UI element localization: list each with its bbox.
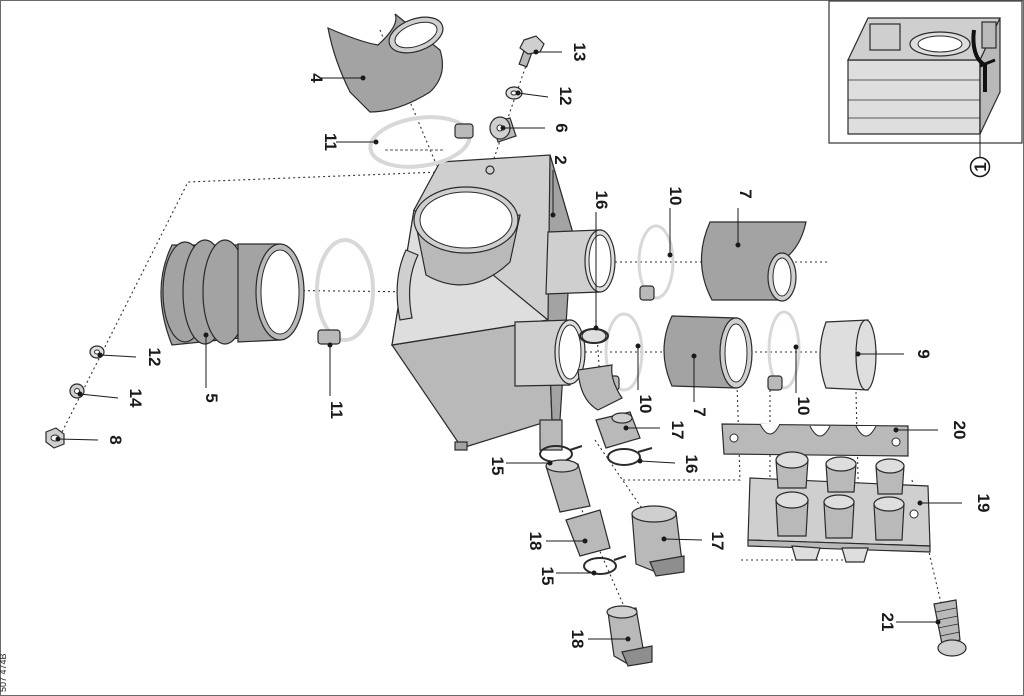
callout-10-lower-right: 10 xyxy=(794,397,813,416)
callout-7-upper: 7 xyxy=(736,189,755,198)
hose-clamp-upper-right xyxy=(637,224,675,301)
holder-socket-1 xyxy=(775,451,809,489)
holder-socket-2 xyxy=(825,456,857,493)
callout-8: 8 xyxy=(106,435,125,444)
housing-intake-pipe xyxy=(413,186,521,286)
callout-16-lower: 16 xyxy=(682,455,701,474)
mounting-bracket xyxy=(721,423,909,457)
callout-17-upper: 17 xyxy=(668,421,687,440)
callout-1: 1 xyxy=(971,162,990,171)
callout-7-lower: 7 xyxy=(690,407,709,416)
callout-10-upper: 10 xyxy=(666,187,685,206)
screw-top xyxy=(518,35,545,68)
drain-sleeve-upper xyxy=(595,411,641,449)
drain-hose-left xyxy=(545,459,591,513)
callout-10-lower-left: 10 xyxy=(636,395,655,414)
holder-socket-3 xyxy=(875,458,905,495)
callout-15-upper: 15 xyxy=(488,457,507,476)
clip-lower xyxy=(583,555,627,575)
callout-14: 14 xyxy=(126,389,145,408)
tapping-screw xyxy=(933,599,967,657)
callout-13: 13 xyxy=(570,43,589,62)
callout-21: 21 xyxy=(878,613,897,632)
callout-18-lower: 18 xyxy=(568,630,587,649)
drain-elbow-lower xyxy=(565,509,611,557)
lock-washer xyxy=(69,383,85,399)
hot-air-hose-upper xyxy=(700,221,807,302)
callout-12-left: 12 xyxy=(145,348,164,367)
housing-outlet-upper xyxy=(545,229,616,295)
callout-5: 5 xyxy=(202,393,221,402)
inlet-hood xyxy=(327,13,444,113)
callout-19: 19 xyxy=(974,494,993,513)
callout-4: 4 xyxy=(307,73,326,83)
callout-18-upper: 18 xyxy=(526,532,545,551)
callout-labels: 1 2 4 5 6 7 7 8 9 10 10 10 11 11 12 12 1… xyxy=(106,43,993,649)
hex-nut xyxy=(45,427,65,449)
document-reference: 507 474B xyxy=(0,653,8,692)
holder-socket-4 xyxy=(775,491,809,537)
holder-socket-5 xyxy=(823,494,855,539)
end-cap xyxy=(819,319,877,391)
outlet-holder-plate xyxy=(747,451,931,563)
callout-15-lower: 15 xyxy=(538,567,557,586)
leader-lines xyxy=(55,49,962,642)
inset-heater-unit xyxy=(847,17,1001,135)
hot-air-hose-lower xyxy=(663,315,753,389)
inset-overview xyxy=(828,0,1023,178)
holder-socket-6 xyxy=(873,496,905,541)
callout-20: 20 xyxy=(950,421,969,440)
hose-clamp-left xyxy=(315,238,375,345)
hose-clamp-top xyxy=(368,115,474,169)
washer-top xyxy=(505,86,523,100)
hose-clamp-lower-right xyxy=(767,310,801,391)
callout-16-upper: 16 xyxy=(592,191,611,210)
callout-12-top: 12 xyxy=(556,87,575,106)
callout-2: 2 xyxy=(551,155,570,164)
housing-outlet-lower xyxy=(514,319,586,387)
bellows-intake xyxy=(160,239,305,346)
heater-housing xyxy=(390,154,616,451)
inset-callout-circle xyxy=(969,156,991,178)
callout-6: 6 xyxy=(552,123,571,132)
clip-middle xyxy=(607,447,653,466)
callout-9: 9 xyxy=(914,349,933,358)
callout-17-lower: 17 xyxy=(708,532,727,551)
callout-11-left: 11 xyxy=(327,401,346,419)
drain-nozzle-right xyxy=(631,505,685,577)
callout-11-top: 11 xyxy=(321,133,340,151)
drain-nozzle-bottom xyxy=(606,605,653,667)
